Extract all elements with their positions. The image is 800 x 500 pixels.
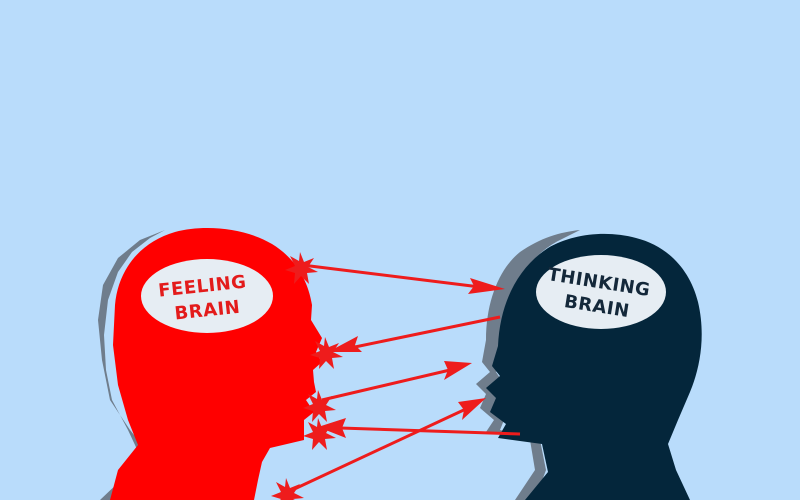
impact-burst-mouth	[310, 337, 343, 369]
impact-burst-chin	[303, 390, 336, 422]
thinking-label-bubble	[536, 255, 666, 329]
impact-burst-neck	[303, 418, 336, 450]
arrow-thinking-to-mouth	[328, 315, 501, 352]
arrow-thinking-to-neck	[318, 418, 521, 438]
arrow-chin-to-thinking-lips	[321, 361, 472, 402]
impact-burst-bottom	[271, 478, 304, 500]
arrows	[287, 263, 521, 494]
thinking-head: THINKING BRAIN	[476, 230, 702, 500]
feeling-head: FEELING BRAIN	[98, 228, 322, 500]
impact-burst-forehead	[285, 252, 318, 284]
feeling-label-bubble	[141, 259, 273, 333]
impact-bursts	[271, 252, 343, 500]
arrow-bottom-to-thinking-chin	[287, 398, 486, 494]
arrow-forehead-to-thinking	[301, 263, 505, 294]
